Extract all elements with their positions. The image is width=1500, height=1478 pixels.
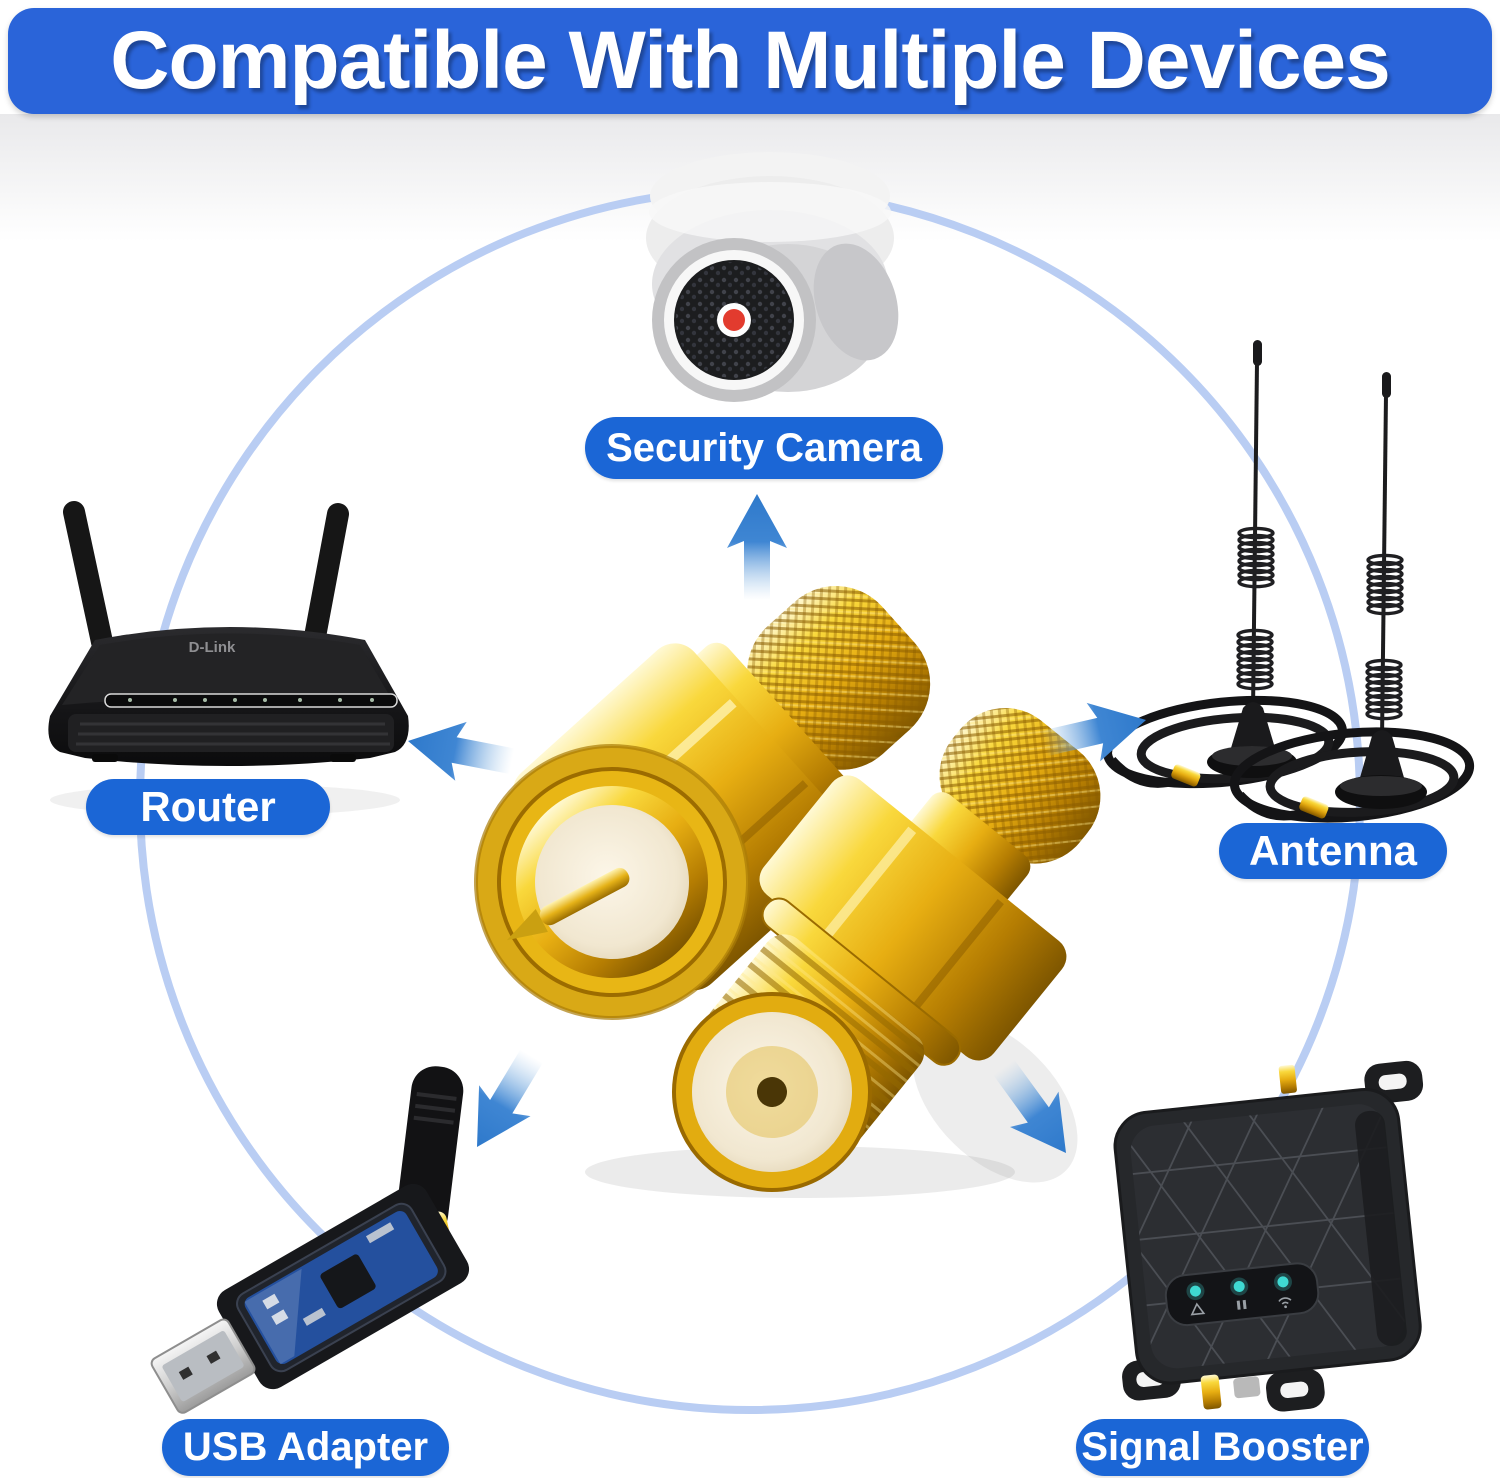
title-banner: Compatible With Multiple Devices [8,8,1492,114]
usb-adapter-label-text: USB Adapter [182,1425,429,1469]
arrow-to-router [402,711,518,791]
router-label-text: Router [140,783,276,830]
router-label: Router [86,779,330,835]
router-brand-label: D-Link [189,639,236,656]
usb-adapter-body [150,1183,470,1414]
router-antenna-right [303,503,349,653]
usb-adapter-illustration [150,1066,470,1414]
security-camera-label-text: Security Camera [606,425,922,470]
signal-booster-label: Signal Booster [1076,1419,1369,1476]
male-center-pin [506,867,630,941]
antenna-sma-connector-1 [1171,764,1201,787]
router-led-strip [104,693,398,708]
antenna-label: Antenna [1219,823,1447,879]
wifi-icon [1278,1297,1292,1305]
antenna-sma-connector-2 [1299,796,1329,819]
lens-red-indicator [723,309,745,331]
alert-icon [1190,1302,1206,1316]
page-title: Compatible With Multiple Devices [110,15,1390,106]
arrow-to-security-camera [727,494,787,600]
security-camera-label: Security Camera [585,417,943,479]
camera-lens [652,238,816,402]
pause-icon [1236,1300,1241,1310]
router-antenna-left [63,501,113,653]
signal-booster-illustration [1113,1060,1424,1412]
antenna-illustration [1103,340,1475,823]
router-illustration: D-Link [48,501,409,816]
usb-adapter-label: USB Adapter [162,1419,449,1476]
antenna-label-text: Antenna [1249,827,1417,874]
magnetic-antenna-2 [1229,372,1475,823]
security-camera-illustration [646,152,899,402]
usb-adapter-chip [320,1254,376,1309]
female-center-socket [757,1077,787,1107]
booster-led-panel [1164,1262,1320,1327]
booster-top-sma [1278,1064,1297,1094]
arrow-to-usb-adapter [451,1040,558,1163]
booster-bottom-sma [1200,1374,1222,1410]
signal-booster-label-text: Signal Booster [1081,1425,1364,1469]
